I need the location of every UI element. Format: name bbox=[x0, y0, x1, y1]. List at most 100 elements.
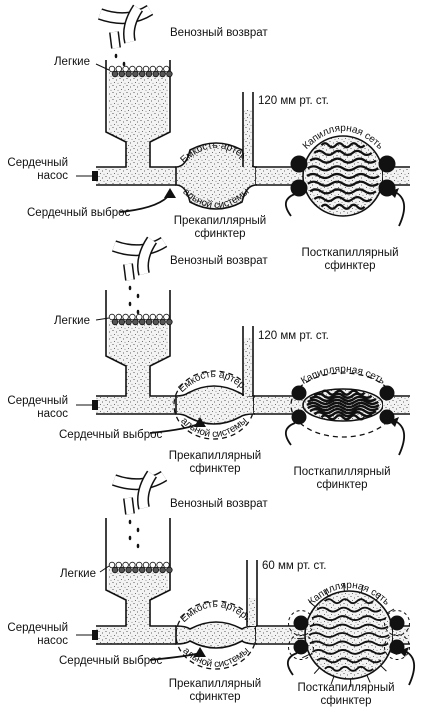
pump-reservoir bbox=[96, 60, 176, 186]
capillary-vessel bbox=[311, 615, 387, 621]
venous-return-hose bbox=[111, 470, 168, 549]
cardiac-output-label-3: Сердечный выброс bbox=[59, 655, 163, 667]
capillary-vessel bbox=[308, 632, 390, 638]
venous-return-label-2: Венозный возврат bbox=[170, 255, 268, 267]
cardiac-output-label-2: Сердечный выброс bbox=[59, 429, 163, 441]
precapillary-label-2b: сфинктер bbox=[189, 463, 241, 475]
precapillary-sphincter bbox=[293, 615, 309, 631]
pump-label-1a: Сердечный bbox=[7, 157, 68, 169]
venous-drop bbox=[136, 543, 140, 549]
lungs-beads bbox=[108, 561, 173, 574]
pressure-tube bbox=[242, 92, 254, 167]
capillary-vessel bbox=[313, 411, 373, 418]
precapillary-sphincter bbox=[291, 409, 307, 425]
capillary-vessel bbox=[313, 195, 373, 203]
postcapillary-arrowhead bbox=[389, 417, 399, 427]
venous-return-hose bbox=[97, 4, 154, 67]
capillary-spike bbox=[302, 653, 310, 659]
capillary-vessel bbox=[313, 392, 373, 399]
precapillary-label-1b: сфинктер bbox=[194, 228, 246, 240]
pump-label-3a: Сердечный bbox=[7, 622, 68, 634]
precapillary-sphincter bbox=[291, 385, 307, 401]
arterial-label-bottom: альной системы bbox=[181, 645, 252, 670]
pump-label-2a: Сердечный bbox=[7, 395, 68, 407]
pressure-column bbox=[244, 338, 252, 396]
postcapillary-label-3a: Посткапиллярный bbox=[297, 682, 395, 694]
venous-drop bbox=[136, 309, 140, 315]
capillary-vessel bbox=[311, 649, 387, 655]
capillary-vessel bbox=[309, 395, 377, 403]
pump-label-3b: насос bbox=[37, 635, 68, 647]
capillary-spike bbox=[308, 601, 316, 608]
capillary-spike bbox=[375, 593, 382, 601]
pressure-column bbox=[248, 598, 256, 626]
sphincter-previous-outline bbox=[384, 634, 410, 660]
postcapillary-arrowhead bbox=[399, 647, 409, 657]
capillary-vessel bbox=[307, 165, 379, 172]
lungs-pointer bbox=[95, 317, 110, 321]
postcapillary-label-3b: сфинктер bbox=[320, 695, 372, 707]
lungs-label-2: Легкие bbox=[54, 315, 90, 327]
sphincter-previous-outline bbox=[384, 610, 410, 636]
venous-drop bbox=[128, 519, 132, 525]
postcapillary-label-2a: Посткапиллярный bbox=[293, 466, 391, 478]
postcapillary-sphincter bbox=[378, 155, 396, 173]
precapillary-arrow bbox=[285, 193, 296, 217]
lungs-beads bbox=[108, 313, 173, 326]
capillary-vessel bbox=[320, 414, 366, 421]
venous-outflow-fluid bbox=[383, 397, 410, 413]
lungs-label-3: Легкие bbox=[60, 568, 96, 580]
postcapillary-arrow bbox=[404, 650, 415, 686]
capillary-network bbox=[302, 135, 384, 217]
cardiac-output-arrowhead bbox=[194, 647, 206, 657]
lungs-pointer bbox=[99, 565, 110, 573]
capillary-vessel bbox=[309, 188, 377, 195]
capillary-vessel bbox=[324, 598, 374, 605]
precapillary-sphincter bbox=[293, 639, 309, 655]
arterial-pipe-fluid bbox=[256, 627, 305, 643]
pump-reservoir bbox=[96, 518, 176, 645]
sphincter-previous-outline bbox=[288, 610, 314, 636]
capillary-vessel bbox=[320, 203, 366, 210]
capillary-vessel bbox=[313, 149, 373, 157]
precapillary-label-3a: Прекапиллярный bbox=[168, 678, 262, 690]
lungs-label-1: Легкие bbox=[54, 56, 90, 68]
pump-valve bbox=[92, 630, 98, 640]
capillary-vessel bbox=[316, 657, 382, 664]
postcapillary-label-1b: сфинктер bbox=[324, 260, 376, 272]
capillary-vessel bbox=[309, 407, 377, 415]
pressure-tube bbox=[246, 560, 258, 626]
arterial-pipe-fluid bbox=[256, 168, 303, 184]
capillary-label: Капиллярная сеть bbox=[299, 364, 387, 387]
precapillary-label-1a: Прекапиллярный bbox=[173, 215, 267, 227]
capillary-vessel bbox=[307, 404, 379, 412]
capillary-spike bbox=[324, 588, 329, 597]
arterial-label-top: Емкость артери bbox=[179, 599, 254, 625]
sphincters bbox=[291, 385, 395, 425]
postcapillary-arrowhead bbox=[389, 188, 399, 198]
pressure-label-1: 120 мм рт. ст. bbox=[258, 95, 329, 107]
capillary-vessel bbox=[307, 398, 379, 406]
precapillary-arrow bbox=[285, 422, 296, 446]
postcapillary-arrow bbox=[394, 191, 405, 227]
pump-valve bbox=[92, 171, 98, 181]
lungs-beads bbox=[108, 65, 173, 78]
capillary-spike bbox=[297, 637, 306, 640]
venous-return-label-3: Венозный возврат bbox=[170, 498, 268, 510]
pressure-label-3: 60 мм рт. ст. bbox=[262, 560, 327, 572]
precapillary-label-3b: сфинктер bbox=[189, 691, 241, 703]
pump-label-1b: насос bbox=[37, 170, 68, 182]
capillary-spike bbox=[366, 674, 371, 683]
capillary-spike bbox=[386, 608, 395, 614]
capillary-vessel bbox=[309, 157, 377, 164]
capillary-vessel bbox=[306, 172, 380, 180]
postcapillary-arrow bbox=[394, 420, 405, 456]
venous-drop bbox=[128, 535, 132, 541]
capillary-vessel bbox=[324, 665, 374, 672]
lungs-pointer bbox=[95, 63, 110, 71]
pressure-column bbox=[244, 110, 252, 167]
capillary-network bbox=[290, 372, 396, 438]
cardiac-output-arrowhead bbox=[194, 417, 206, 427]
